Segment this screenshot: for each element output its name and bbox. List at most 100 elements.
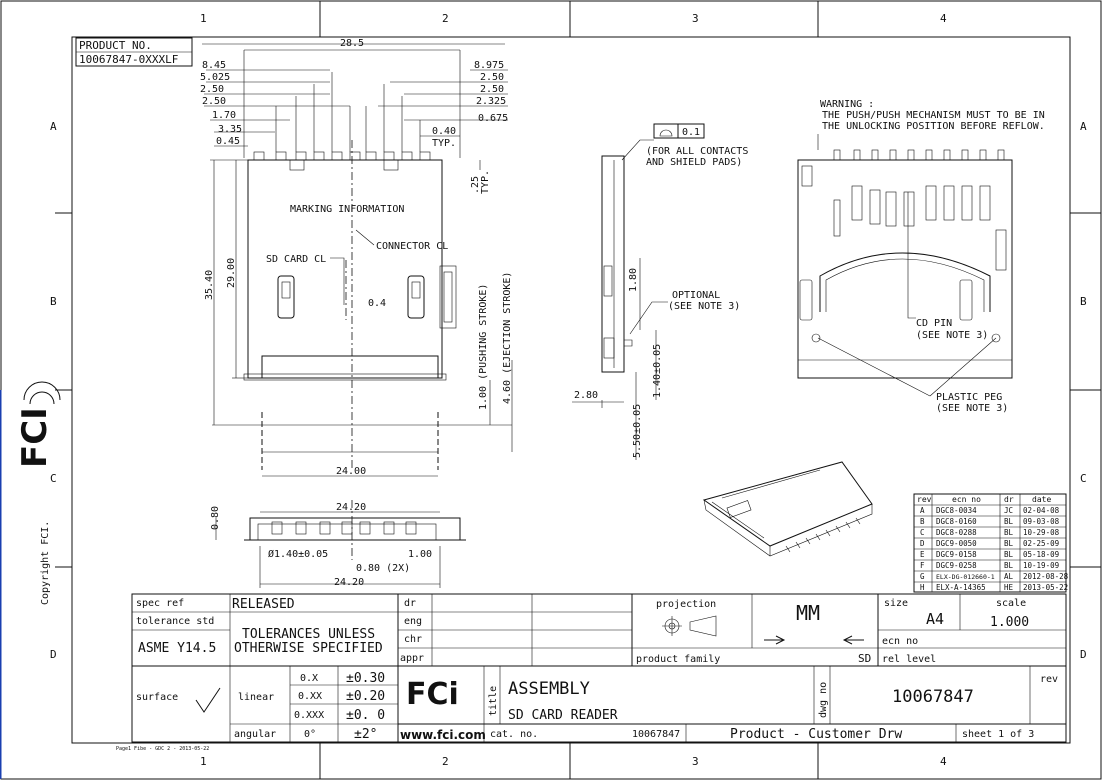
- revision-cell: DGC9-0158: [936, 550, 977, 559]
- revision-cell: A: [920, 506, 925, 515]
- zone-left-b: B: [50, 295, 57, 308]
- dim-height-total: 35.40: [204, 270, 215, 300]
- zone-left-c: C: [50, 472, 57, 485]
- flatness-icon: [659, 129, 673, 137]
- eng-label: eng: [404, 616, 422, 627]
- product-number: 10067847-0XXXLF: [79, 53, 178, 66]
- angular-label: angular: [234, 729, 276, 740]
- warning-3: THE UNLOCKING POSITION BEFORE REFLOW.: [822, 121, 1045, 132]
- tol-line-2: OTHERWISE SPECIFIED: [234, 641, 383, 656]
- rev-label: rev: [1040, 674, 1058, 685]
- revision-cell: 05-18-09: [1023, 550, 1059, 559]
- dim-040: 0.40: [432, 126, 456, 137]
- zone-right-b: B: [1080, 295, 1087, 308]
- revision-cell: F: [920, 561, 925, 570]
- dr-label: dr: [404, 598, 416, 609]
- tol-std-label: tolerance std: [136, 616, 214, 627]
- title-line-2: SD CARD READER: [508, 708, 618, 723]
- dim-170: 1.70: [212, 110, 236, 121]
- revision-cell: DGC8-0160: [936, 517, 977, 526]
- scale-label: scale: [996, 598, 1026, 609]
- zone-right-c: C: [1080, 472, 1087, 485]
- dim-side-550: 5.50±0.05: [632, 404, 643, 458]
- revision-cell: DGC9-0258: [936, 561, 977, 570]
- revision-cell: ELX-DG-012660-1: [936, 573, 995, 581]
- revision-cell: C: [920, 528, 925, 537]
- zone-bottom-1: 1: [200, 755, 207, 768]
- revision-cell: AL: [1004, 572, 1014, 581]
- cd-pin-1: CD PIN: [916, 318, 952, 329]
- warning-1: WARNING :: [820, 99, 874, 110]
- dim-0675: 0.675: [478, 113, 508, 124]
- contact-pads: [253, 151, 431, 161]
- copyright-text: Copyright FCI.: [40, 521, 51, 605]
- revision-cell: ELX-A-14365: [936, 583, 986, 592]
- dim-250-a: 2.50: [200, 84, 224, 95]
- zone-bottom-2: 2: [442, 755, 449, 768]
- revision-cell: B: [920, 517, 925, 526]
- bottom-view: [797, 134, 1013, 397]
- cat-label: cat. no.: [490, 729, 538, 740]
- surface-label: surface: [136, 692, 178, 703]
- revision-cell: 10-19-09: [1023, 561, 1059, 570]
- rel-level-label: rel level: [882, 654, 936, 665]
- revision-cell: H: [920, 583, 925, 592]
- revision-cell: 2013-05-22: [1023, 583, 1068, 592]
- units: MM: [796, 601, 820, 625]
- dim-pushing: 1.00 (PUSHING STROKE): [478, 284, 489, 410]
- arrow-right-icon: [842, 635, 864, 645]
- bottom-view-pins: [833, 149, 1005, 161]
- size-value: A4: [926, 610, 944, 628]
- side-logo: FCI: [15, 407, 55, 468]
- zone-ticks: [55, 1, 1101, 779]
- dim-335: 3.35: [218, 124, 242, 135]
- angular-a: 0°: [304, 729, 316, 740]
- peg-1: PLASTIC PEG: [936, 392, 1002, 403]
- front-view: [215, 500, 466, 588]
- revision-cell: D: [920, 539, 925, 548]
- flatness-value: 0.1: [682, 127, 700, 138]
- dim-front-height: 0.80: [210, 506, 221, 530]
- dim-overall-width: 28.5: [340, 38, 364, 49]
- dim-hole: Ø1.40±0.05: [268, 548, 328, 560]
- title-label: title: [488, 686, 499, 716]
- dim-typ: TYP.: [432, 138, 456, 149]
- rev-header-date: date: [1032, 495, 1051, 504]
- dim-250-c: 2.50: [480, 72, 504, 83]
- tol-std-value: ASME Y14.5: [138, 641, 216, 656]
- spec-ref-label: spec ref: [136, 598, 184, 609]
- flatness-note-2: AND SHIELD PADS): [646, 157, 742, 168]
- product-family-value: SD: [858, 652, 871, 665]
- zone-bottom-4: 4: [940, 755, 947, 768]
- dim-front-100: 1.00: [408, 549, 432, 560]
- product-family-label: product family: [636, 654, 720, 665]
- isometric-view: [702, 461, 873, 557]
- angular-b: ±2°: [354, 727, 377, 742]
- revision-cell: BL: [1004, 517, 1014, 526]
- spec-ref-value: RELEASED: [232, 597, 295, 612]
- optional-1: OPTIONAL: [672, 290, 720, 301]
- projection-icon: [662, 615, 717, 637]
- dim-height-body: 29.00: [226, 258, 237, 288]
- fci-logo: FCi: [406, 677, 459, 712]
- drw-type: Product - Customer Drw: [730, 727, 902, 742]
- connector-cl: CONNECTOR CL: [376, 241, 448, 252]
- revision-cell: G: [920, 572, 925, 581]
- scale-value: 1.000: [990, 615, 1029, 630]
- sd-card-cl: SD CARD CL: [266, 254, 326, 265]
- linear-label: linear: [238, 692, 274, 703]
- dwg-no: 10067847: [892, 687, 974, 707]
- top-view: [202, 43, 513, 477]
- zone-left-a: A: [50, 120, 57, 133]
- dim-side-180: 1.80: [628, 268, 639, 292]
- zone-top-1: 1: [200, 12, 207, 25]
- top-view-body: [247, 159, 443, 379]
- dim-250-d: 2.50: [480, 84, 504, 95]
- revision-cell: E: [920, 550, 925, 559]
- surface-check-icon: [195, 687, 221, 713]
- dim-5025: 5.025: [200, 72, 230, 83]
- dim-front-width-bottom: 24.20: [334, 577, 364, 588]
- rev-header-rev: rev: [917, 495, 932, 504]
